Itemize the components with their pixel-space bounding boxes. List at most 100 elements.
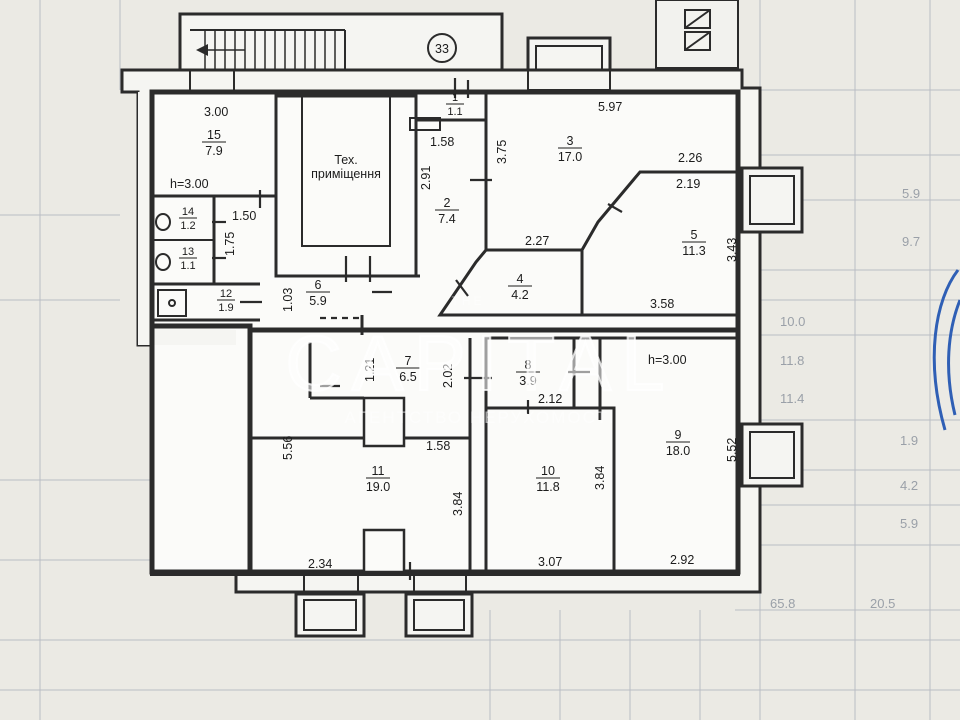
dimension: 1.50 [232,209,256,223]
dimension: 3.07 [538,555,562,569]
dimension: 1.58 [426,439,450,453]
room-number: 5 [691,228,698,242]
toilet-icon [155,213,171,231]
shower-icon [157,289,187,317]
dimension: 2.34 [308,557,332,571]
room-label-9: 918.0 [666,428,690,458]
dimension: 5.56 [281,436,295,460]
room-label-7: 76.5 [396,354,420,384]
room-area: 1.1 [447,106,462,118]
room-number: 10 [541,464,555,478]
building-number-circle [427,33,457,63]
dimension: 1.03 [281,288,295,312]
balconies [189,36,804,638]
walls [120,68,762,594]
dimension: 2.27 [525,234,549,248]
room-label-1: 11.1 [446,92,464,118]
room-number: 8 [525,358,532,372]
room-area: 7.9 [205,144,222,158]
dimension: 2.02 [441,364,455,388]
room-area: 5.9 [309,294,326,308]
bg-value: 1.9 [900,433,918,448]
official-stamp [932,269,960,431]
room-label-5: 511.3 [682,228,706,258]
room-number: 6 [315,278,322,292]
room-area: 11.3 [682,244,705,258]
dimension: 3.84 [451,492,465,516]
room-label-2: 27.4 [435,196,459,226]
room-labels: 11.127.4317.044.2511.365.976.583.9918.01… [179,92,706,494]
dimension: 3.75 [495,140,509,164]
ceiling-height: h=3.00 [170,177,209,191]
room-number: 12 [220,288,232,300]
doors [212,78,623,580]
room-number: 9 [675,428,682,442]
room-label-6: 65.9 [306,278,330,308]
bg-value: 5.9 [902,186,920,201]
dimension: 1.58 [430,135,454,149]
dimension: 3.58 [650,297,674,311]
dimensions: 3.00 5.97 1.58 3.75 2.91 2.26 2.19 2.27 … [204,100,739,571]
bg-value: 10.0 [780,314,805,329]
dimension: 2.19 [676,177,700,191]
room-number: 14 [182,206,194,218]
room-label-4: 44.2 [508,272,532,302]
stair-arrow-icon [196,44,208,56]
tech-room-label: приміщення [311,167,381,181]
room-area: 18.0 [666,444,690,458]
room-number: 15 [207,128,221,142]
toilet-icon [155,253,171,271]
dimension: 1.75 [223,232,237,256]
room-number: 3 [567,134,574,148]
room-area: 1.2 [180,220,195,232]
room-number: 11 [372,464,385,478]
dimension: 1.21 [363,358,377,382]
room-area: 1.9 [218,302,233,314]
dimension: 5.97 [598,100,622,114]
adjacent-structure [655,0,739,69]
bg-value: 20.5 [870,596,895,611]
svg-text:THE: THE [452,294,485,308]
dimension: 5.52 [725,438,739,462]
room-label-14: 141.2 [179,206,197,232]
room-number: 1 [452,92,458,104]
bg-value: 11.8 [780,353,804,368]
room-area: 1.1 [180,260,195,272]
room-area: 19.0 [366,480,390,494]
dimension: 3.43 [725,238,739,262]
room-label-12: 121.9 [217,288,235,314]
room-number: 13 [182,246,194,258]
room-number: 7 [405,354,412,368]
dimension: 2.91 [419,166,433,190]
dimension: 2.12 [538,392,562,406]
room-area: 6.5 [399,370,416,384]
watermark: THE CAPITAL АГЕНТСТВО НЕРУХОМОСТІ [284,294,674,427]
bg-value: 4.2 [900,478,918,493]
dimension: 2.26 [678,151,702,165]
room-area: 4.2 [511,288,528,302]
bg-value: 65.8 [770,596,795,611]
building-number: 33 [435,42,449,56]
svg-text:CAPITAL: CAPITAL [285,319,674,407]
bg-value: 9.7 [902,234,920,249]
room-area: 3.9 [519,374,536,388]
room-label-3: 317.0 [558,134,582,164]
room-label-15: 157.9 [202,128,226,158]
ceiling-height: h=3.00 [648,353,687,367]
room-label-11: 11 19.0 [366,464,390,494]
svg-text:АГЕНТСТВО НЕРУХОМОСТІ: АГЕНТСТВО НЕРУХОМОСТІ [345,408,616,427]
room-number: 4 [517,272,524,286]
bg-value: 11.4 [780,391,804,406]
dimension: 3.84 [593,466,607,490]
tech-room-label: Тех. [334,153,357,167]
bg-value: 5.9 [900,516,918,531]
room-area: 11.8 [536,480,559,494]
room-label-8: 83.9 [516,358,540,388]
background-table: 5.9 9.7 10.0 11.8 1.9 11.4 4.2 5.9 65.8 … [770,186,920,611]
room-area: 7.4 [438,212,455,226]
dimension: 3.00 [204,105,228,119]
room-area: 17.0 [558,150,582,164]
room-number: 2 [444,196,451,210]
room-label-13: 131.1 [179,246,197,272]
